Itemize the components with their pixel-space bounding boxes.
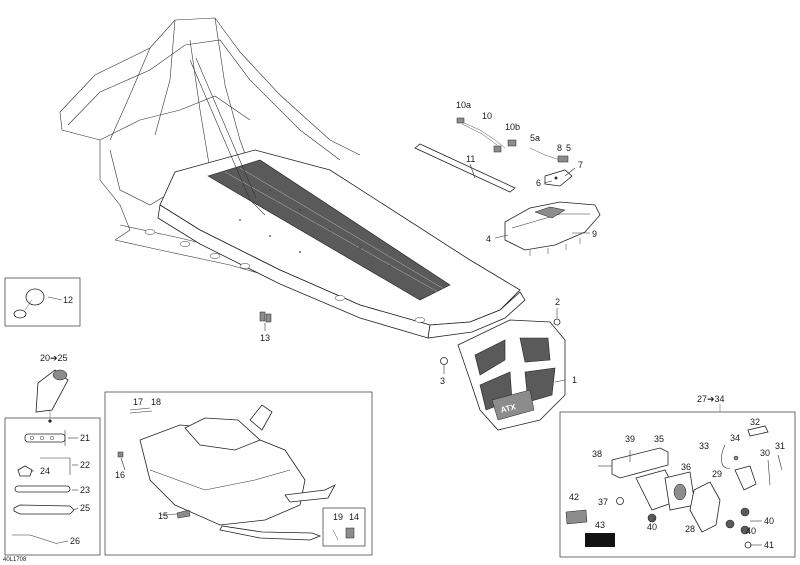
callout-29: 29 xyxy=(712,469,722,479)
snowmobile-overview-box xyxy=(104,391,373,556)
kit-label-20-25: 20➔25 xyxy=(40,353,68,363)
snow-flap-illustration: ATX xyxy=(457,319,566,431)
callout-5a: 5a xyxy=(530,133,540,143)
callout-15: 15 xyxy=(158,511,168,521)
callout-19: 19 xyxy=(333,512,343,522)
kit-label-27-34: 27➔34 xyxy=(697,394,725,404)
callout-9: 9 xyxy=(592,229,597,239)
callout-14: 14 xyxy=(349,512,359,522)
callout-24: 24 xyxy=(40,466,50,476)
flap-logo-text: ATX xyxy=(500,402,518,415)
callout-35: 35 xyxy=(654,434,664,444)
callout-31: 31 xyxy=(775,441,785,451)
callout-26: 26 xyxy=(70,536,80,546)
callout-32: 32 xyxy=(750,417,760,427)
callout-7: 7 xyxy=(578,160,583,170)
callout-18: 18 xyxy=(151,397,161,407)
callout-36: 36 xyxy=(681,462,691,472)
tool-kit-box xyxy=(4,369,101,556)
reflector-12 xyxy=(4,277,81,327)
wiring-harness-parts xyxy=(456,117,573,187)
callout-37: 37 xyxy=(598,497,608,507)
callout-10a: 10a xyxy=(456,100,471,110)
callout-30: 30 xyxy=(760,448,770,458)
callout-10: 10 xyxy=(482,111,492,121)
rear-bumper-illustration xyxy=(504,201,601,256)
callout-11: 11 xyxy=(466,154,475,164)
callout-25: 25 xyxy=(80,503,90,513)
callout-28: 28 xyxy=(685,524,695,534)
callout-13: 13 xyxy=(260,333,270,343)
callout-6: 6 xyxy=(536,178,541,188)
callout-3: 3 xyxy=(440,376,445,386)
washer-3 xyxy=(440,357,448,365)
callout-33: 33 xyxy=(699,441,709,451)
callout-12: 12 xyxy=(63,295,73,305)
washer-2 xyxy=(553,318,561,326)
callout-5: 5 xyxy=(566,143,571,153)
callout-labels: 1 2 3 4 5a 8 5 7 6 9 10a 10 10b 11 12 13… xyxy=(3,100,785,563)
callout-17: 17 xyxy=(133,397,143,407)
callout-40-c: 40 xyxy=(746,526,756,536)
callout-40-b: 40 xyxy=(764,516,774,526)
callout-40-a: 40 xyxy=(647,522,657,532)
callout-1: 1 xyxy=(572,375,577,385)
callout-38: 38 xyxy=(592,449,602,459)
callout-21: 21 xyxy=(80,433,90,443)
trim-strip-11 xyxy=(414,143,516,193)
clip-13 xyxy=(259,311,272,323)
callout-8: 8 xyxy=(557,143,562,153)
callout-34: 34 xyxy=(730,433,740,443)
callout-23: 23 xyxy=(80,485,90,495)
callout-16: 16 xyxy=(115,470,125,480)
callout-2: 2 xyxy=(555,297,560,307)
callout-41: 41 xyxy=(764,540,774,550)
diagram-code: 40L1708 xyxy=(3,557,27,563)
callout-39: 39 xyxy=(625,434,635,444)
callout-22: 22 xyxy=(80,460,90,470)
hitch-kit-box xyxy=(559,404,796,558)
callout-10b: 10b xyxy=(505,122,520,132)
callout-42: 42 xyxy=(569,492,579,502)
callout-4: 4 xyxy=(486,234,491,244)
leader-lines xyxy=(31,163,762,546)
callout-43: 43 xyxy=(595,520,605,530)
chassis-frame-illustration xyxy=(59,17,526,339)
